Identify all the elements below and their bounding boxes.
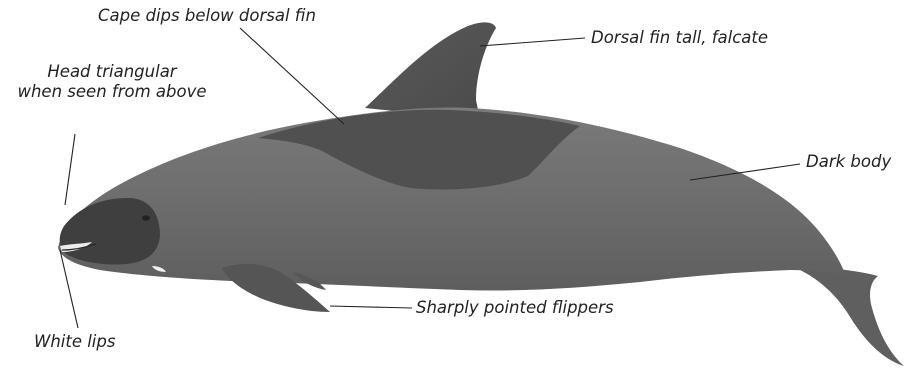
label-head-line1: Head triangular xyxy=(4,62,220,82)
label-body: Dark body xyxy=(806,152,891,172)
tail-fluke xyxy=(800,268,904,366)
label-head-line2: when seen from above xyxy=(4,82,220,102)
label-lips: White lips xyxy=(34,332,115,352)
dorsal-leader-line xyxy=(480,38,585,46)
head-patch xyxy=(60,198,160,265)
label-flippers: Sharply pointed flippers xyxy=(416,298,614,318)
label-head: Head triangular when seen from above xyxy=(4,62,220,102)
label-cape: Cape dips below dorsal fin xyxy=(98,6,316,26)
flippers-leader-line xyxy=(330,306,412,308)
label-dorsal-fin: Dorsal fin tall, falcate xyxy=(591,28,768,48)
head-leader-line xyxy=(65,134,75,205)
cape-leader-line xyxy=(240,28,344,124)
dorsal-fin xyxy=(365,22,496,120)
eye xyxy=(142,215,150,220)
